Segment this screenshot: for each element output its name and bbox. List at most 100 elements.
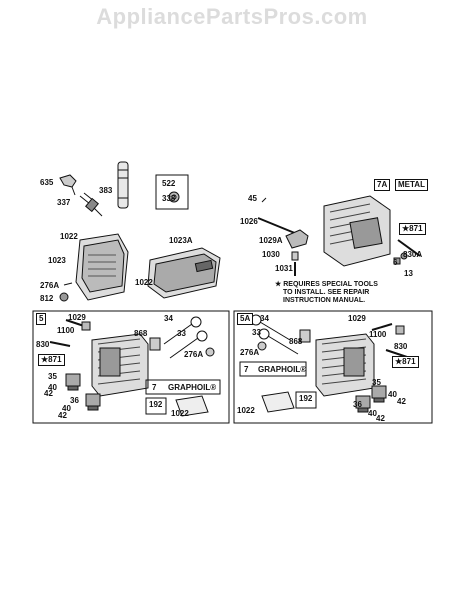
label-337: 337 xyxy=(57,198,71,207)
seal-868-5-drawing xyxy=(149,337,161,351)
label-830-5: 830 xyxy=(36,340,50,349)
spring-5a-drawing-b xyxy=(355,395,371,413)
label-276a-5: 276A xyxy=(184,350,204,359)
label-42b-5a: 42 xyxy=(376,414,385,423)
gasket-276a-line xyxy=(63,282,73,286)
label-42a-5: 42 xyxy=(44,389,53,398)
tag-metal: METAL xyxy=(395,179,428,191)
tag-5: 5 xyxy=(36,313,47,325)
valve-33-5-drawing xyxy=(169,330,208,359)
label-42b-5: 42 xyxy=(58,411,67,420)
label-1022-5a: 1022 xyxy=(237,406,255,415)
graphoil-7-5-box xyxy=(145,379,221,395)
label-868-5: 868 xyxy=(134,329,148,338)
tag-871-5a: ★871 xyxy=(392,356,419,368)
label-33-5a: 33 xyxy=(252,328,261,337)
label-830-5a: 830 xyxy=(394,342,408,351)
kit-192-5a-box xyxy=(295,391,317,409)
box-5-frame xyxy=(32,310,230,424)
label-1023: 1023 xyxy=(48,256,66,265)
tag-5a: 5A xyxy=(237,313,254,325)
pivot-1030-drawing xyxy=(291,251,299,261)
label-830a: 830A xyxy=(403,250,423,259)
bolt-830-5-drawing xyxy=(49,341,71,347)
label-6: 6 xyxy=(393,258,398,267)
gasket-276a-5-drawing xyxy=(205,347,215,357)
gasket-1022-5a-drawing xyxy=(261,391,295,413)
bolt-830a-drawing xyxy=(397,239,421,257)
label-34-5: 34 xyxy=(164,314,173,323)
valve-cover-1023a-drawing xyxy=(147,247,221,299)
kit-522-box xyxy=(155,174,189,210)
label-graphoil-5a: GRAPHOIL® xyxy=(258,365,307,374)
cylinder-head-5a-drawing xyxy=(315,333,375,397)
label-276a-5a: 276A xyxy=(240,348,260,357)
label-868-5a: 868 xyxy=(289,337,303,346)
label-36-5: 36 xyxy=(70,396,79,405)
label-1029-5: 1029 xyxy=(68,313,86,322)
label-36-5a: 36 xyxy=(353,400,362,409)
cylinder-head-5-drawing xyxy=(91,333,149,397)
label-1022-top: 1022 xyxy=(60,232,78,241)
label-1100-5: 1100 xyxy=(57,326,75,335)
label-13: 13 xyxy=(404,269,413,278)
pivot-1100-5-drawing xyxy=(81,321,91,331)
label-338: 338 xyxy=(162,194,176,203)
tag-7a: 7A xyxy=(374,179,391,191)
label-1023a: 1023A xyxy=(169,236,193,245)
label-7-5a: 7 xyxy=(244,365,249,374)
special-tools-note: ★ REQUIRES SPECIAL TOOLS TO INSTALL. SEE… xyxy=(275,281,378,304)
label-42a-5a: 42 xyxy=(397,397,406,406)
valve-33-5a-drawing xyxy=(258,328,299,355)
label-graphoil-5: GRAPHOIL® xyxy=(168,383,217,392)
tag-871-top: ★871 xyxy=(399,223,426,235)
part-13-drawing xyxy=(393,257,401,265)
label-383: 383 xyxy=(99,186,113,195)
gasket-276a-5a-drawing xyxy=(257,341,267,351)
label-40b-5: 40 xyxy=(62,404,71,413)
nut-812-drawing xyxy=(59,292,69,302)
tag-871-5: ★871 xyxy=(38,354,65,366)
spring-5-drawing-a xyxy=(65,373,81,391)
graphoil-7-5a-box xyxy=(239,361,307,377)
label-192-5a: 192 xyxy=(299,394,313,403)
label-1026: 1026 xyxy=(240,217,258,226)
label-1022-bottom: 1022 xyxy=(135,278,153,287)
label-1029-5a: 1029 xyxy=(348,314,366,323)
spring-5a-drawing-a xyxy=(371,385,387,403)
label-871-top: 871 xyxy=(409,224,423,233)
label-1031: 1031 xyxy=(275,264,293,273)
label-40a-5a: 40 xyxy=(388,390,397,399)
label-522: 522 xyxy=(162,179,176,188)
rocker-1029-5-drawing xyxy=(65,319,85,327)
label-7-5: 7 xyxy=(152,383,157,392)
rod-1026-drawing xyxy=(257,197,303,237)
label-871-5a: 871 xyxy=(402,357,416,366)
label-1100-5a: 1100 xyxy=(369,330,387,339)
rocker-1029-5a-drawing xyxy=(371,323,393,331)
spring-5-drawing-b xyxy=(85,393,101,411)
label-276a-top: 276A xyxy=(40,281,60,290)
spark-plug-drawing xyxy=(79,192,103,217)
label-812: 812 xyxy=(40,294,54,303)
label-40b-5a: 40 xyxy=(368,409,377,418)
pivot-1100-5a-drawing xyxy=(395,325,405,335)
seal-868-5a-drawing xyxy=(299,329,311,343)
label-35-5a: 35 xyxy=(372,378,381,387)
fitting-338-drawing xyxy=(168,191,180,203)
gasket-1022-5-drawing xyxy=(175,395,209,417)
note-line-1: REQUIRES SPECIAL TOOLS xyxy=(283,281,378,288)
label-1030: 1030 xyxy=(262,250,280,259)
label-1029a: 1029A xyxy=(259,236,283,245)
box-5a-frame xyxy=(233,310,433,424)
label-34-5a: 34 xyxy=(260,314,269,323)
label-635: 635 xyxy=(40,178,54,187)
label-40a-5: 40 xyxy=(48,383,57,392)
dipstick-tube-drawing xyxy=(117,161,129,209)
cylinder-head-7a-drawing xyxy=(323,195,391,267)
note-line-2: TO INSTALL. SEE REPAIR xyxy=(283,289,370,296)
kit-192-5-box xyxy=(145,397,167,415)
label-33-5: 33 xyxy=(177,329,186,338)
part-6-drawing xyxy=(400,252,408,260)
